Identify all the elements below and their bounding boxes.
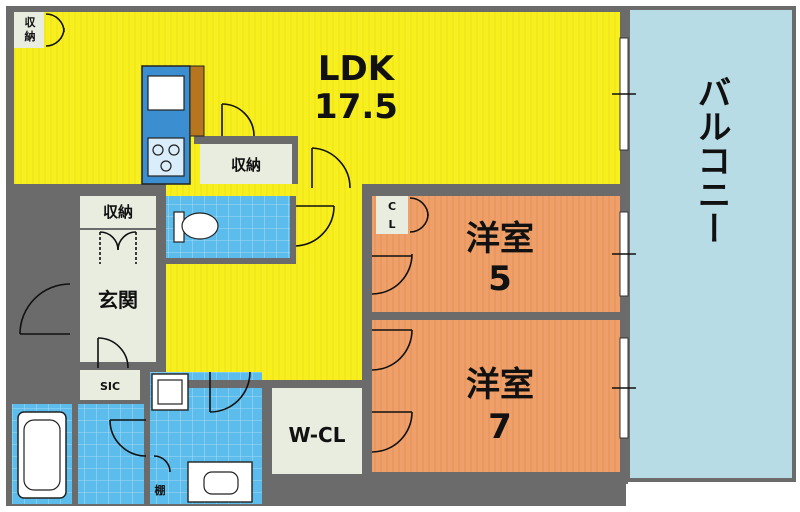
- wall-toilet-right: [290, 196, 296, 264]
- kitchen-sink: [147, 75, 185, 111]
- door-shelf: [153, 455, 171, 473]
- wall-wet-top: [6, 362, 166, 370]
- wall-rooms-divider: [362, 312, 626, 320]
- closet-cl-area: [376, 196, 408, 234]
- label-western1-name: 洋室: [466, 219, 534, 259]
- label-ldk-name: LDK: [318, 49, 396, 89]
- kitchen-stove: [147, 137, 185, 177]
- door-western-7-upper: [371, 329, 413, 371]
- bathtub: [17, 411, 67, 499]
- sic-area: [80, 370, 140, 400]
- storage-top-left-area: [14, 12, 44, 48]
- washbasin: [187, 461, 253, 503]
- balcony-area: [626, 6, 796, 482]
- wall-entrance-right: [156, 196, 166, 366]
- wall-toilet-bottom: [166, 258, 296, 264]
- wall-bath-right: [72, 370, 78, 506]
- label-cl-1: C: [388, 200, 396, 213]
- bath-floor: [74, 404, 148, 504]
- wall-storage-ldk: [194, 136, 296, 144]
- wall-wcl-left: [264, 380, 272, 506]
- label-western1-size: 5: [488, 259, 512, 299]
- label-storage-ldk: 収納: [231, 156, 261, 174]
- door-ldk-hall: [311, 147, 351, 189]
- toilet-bowl: [181, 212, 219, 240]
- label-storage-top-left-1: 収: [25, 16, 37, 29]
- door-western-5: [371, 253, 413, 295]
- label-western2-name: 洋室: [466, 365, 534, 405]
- door-toilet: [295, 205, 335, 247]
- wall-storage-ldk-right: [292, 136, 298, 184]
- label-wcl: W-CL: [289, 423, 346, 447]
- walk-in-closet-area: [272, 388, 362, 474]
- ldk-upper: [14, 12, 622, 184]
- label-entrance: 玄関: [98, 288, 138, 312]
- door-sic: [97, 337, 129, 369]
- ldk-corridor: [296, 184, 362, 380]
- label-cl-2: L: [388, 218, 395, 231]
- door-entrance-storage: [99, 231, 137, 264]
- label-storage-top-left-2: 納: [25, 29, 36, 43]
- wall-ldk-bottom-left: [6, 184, 166, 196]
- label-shelf: 棚: [155, 483, 166, 497]
- label-storage-entrance: 収納: [103, 203, 133, 221]
- western-room-7: [372, 320, 622, 472]
- entrance-area: [80, 230, 156, 366]
- door-western-7-lower: [371, 411, 413, 453]
- wall-washroom-left: [144, 370, 150, 506]
- storage-ldk-area: [200, 144, 292, 184]
- door-closet-cl: [409, 197, 429, 233]
- label-balcony: バルコニー: [691, 75, 731, 245]
- storage-entrance-area: [80, 196, 156, 228]
- washing-machine: [151, 373, 189, 411]
- door-bath: [109, 419, 147, 457]
- wall-entrance-left: [70, 196, 80, 368]
- door-ldk-storage: [221, 103, 255, 137]
- western-room-5: [372, 196, 622, 312]
- wall-rooms-left: [362, 196, 372, 476]
- label-sic: SIC: [100, 380, 120, 393]
- door-entrance: [19, 283, 71, 335]
- door-storage-top-left: [45, 13, 65, 47]
- label-western2-size: 7: [488, 407, 512, 447]
- door-washroom: [209, 371, 251, 413]
- kitchen-back-counter: [189, 65, 205, 137]
- wall-ldk-bottom-right: [362, 184, 626, 196]
- label-ldk-size: 17.5: [314, 87, 398, 127]
